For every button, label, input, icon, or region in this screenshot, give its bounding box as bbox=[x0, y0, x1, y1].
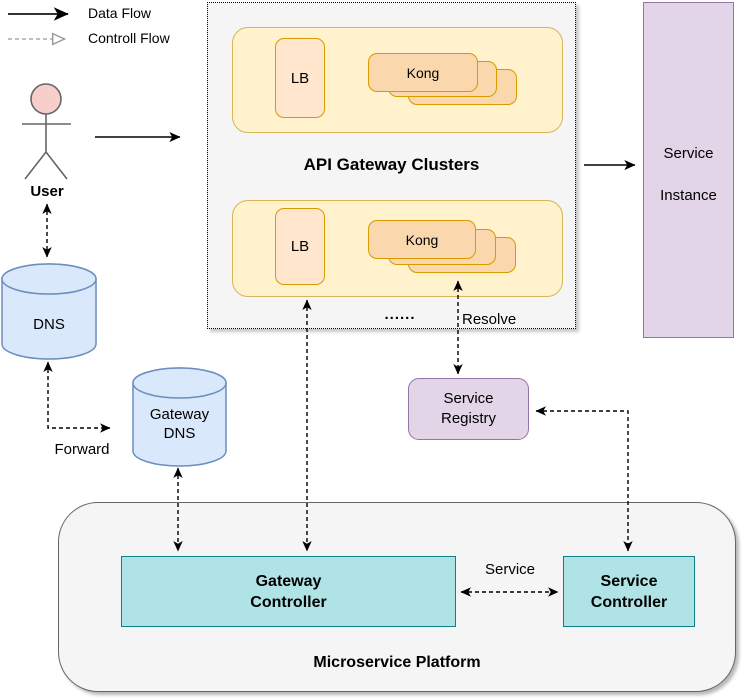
legend-data-flow-label: Data Flow bbox=[88, 5, 152, 21]
service-instance-box: Service Instance bbox=[643, 2, 734, 338]
load-balancer-1: LB bbox=[275, 38, 325, 118]
resolve-edge-label: Resolve bbox=[462, 311, 517, 328]
gateway-controller-box: Gateway Controller bbox=[121, 556, 456, 627]
service-controller-line2: Controller bbox=[590, 593, 668, 611]
service-edge-label: Service bbox=[484, 561, 536, 578]
user-actor-icon bbox=[22, 83, 71, 180]
gateway-dns-cylinder-shape bbox=[132, 367, 227, 467]
microservice-platform-title: Microservice Platform bbox=[313, 654, 481, 671]
gateway-dns-line2: DNS bbox=[163, 425, 196, 442]
service-controller-box: Service Controller bbox=[563, 556, 695, 627]
user-label: User bbox=[30, 183, 64, 200]
service-registry-line1: Service bbox=[443, 390, 494, 407]
load-balancer-2: LB bbox=[275, 208, 325, 285]
gateway-dns-line1: Gateway bbox=[149, 406, 210, 423]
service-instance-line2: Instance bbox=[660, 187, 717, 204]
dns-cylinder: DNS bbox=[1, 263, 97, 360]
service-registry-box: Service Registry bbox=[408, 378, 529, 440]
gateway-controller-line2: Controller bbox=[250, 593, 327, 611]
gateway-controller-line1: Gateway bbox=[255, 572, 322, 590]
clusters-ellipsis: ...... bbox=[384, 306, 416, 323]
gateway-dns-cylinder: Gateway DNS bbox=[132, 367, 227, 467]
service-instance-line1: Service bbox=[663, 145, 714, 162]
service-registry-line2: Registry bbox=[440, 410, 496, 427]
kong-node-1: Kong bbox=[368, 53, 478, 92]
dns-label: DNS bbox=[33, 316, 65, 333]
dns-cylinder-shape bbox=[1, 263, 97, 360]
api-gateway-clusters-title: API Gateway Clusters bbox=[303, 155, 480, 174]
control-flow-dns-forward-gateway-dns bbox=[43, 361, 111, 433]
forward-edge-label: Forward bbox=[54, 441, 110, 458]
legend-control-flow-label: Controll Flow bbox=[88, 30, 170, 46]
service-controller-line1: Service bbox=[600, 572, 658, 590]
kong-node-2: Kong bbox=[368, 220, 476, 259]
